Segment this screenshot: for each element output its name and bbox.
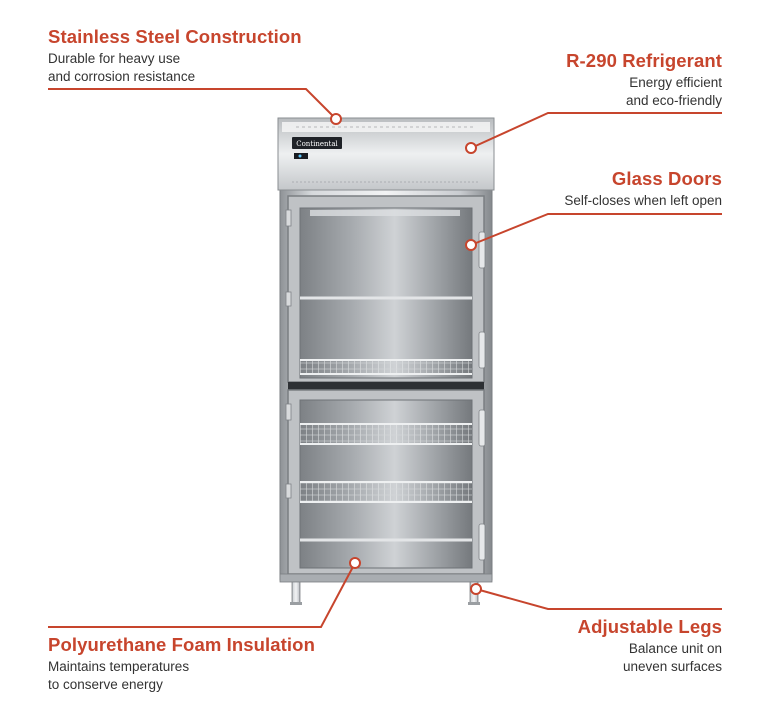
upper-glass: [299, 207, 473, 379]
callout-title: Adjustable Legs: [577, 616, 722, 637]
point-stainless: [330, 113, 342, 125]
point-refrigerant: [465, 142, 477, 154]
point-glass: [465, 239, 477, 251]
brand-logo-plate: [292, 137, 342, 149]
leader-foam: [48, 562, 356, 628]
callout-description: Self-closes when left open: [564, 193, 722, 208]
callout-foam-insulation: Polyurethane Foam Insulation Maintains t…: [48, 634, 315, 694]
lower-door-handle: [478, 409, 486, 447]
callout-title: Polyurethane Foam Insulation: [48, 634, 315, 655]
callout-glass-doors: Glass Doors Self-closes when left open: [564, 168, 722, 210]
upper-door-handle: [478, 231, 486, 269]
leader-refrigerant: [470, 112, 722, 149]
callout-stainless-steel: Stainless Steel Construction Durable for…: [48, 26, 302, 86]
point-legs: [470, 583, 482, 595]
callout-title: Stainless Steel Construction: [48, 26, 302, 47]
leader-glass: [470, 213, 722, 246]
refrigerator-body: [277, 117, 495, 605]
brand-logo: Continental: [296, 140, 338, 148]
callout-title: Glass Doors: [611, 168, 722, 189]
callout-leader-lines: [48, 88, 722, 628]
point-foam: [349, 557, 361, 569]
adjustable-legs: [290, 581, 480, 605]
leader-legs: [475, 588, 722, 610]
leader-stainless: [48, 88, 337, 120]
callout-title: R-290 Refrigerant: [566, 50, 722, 71]
